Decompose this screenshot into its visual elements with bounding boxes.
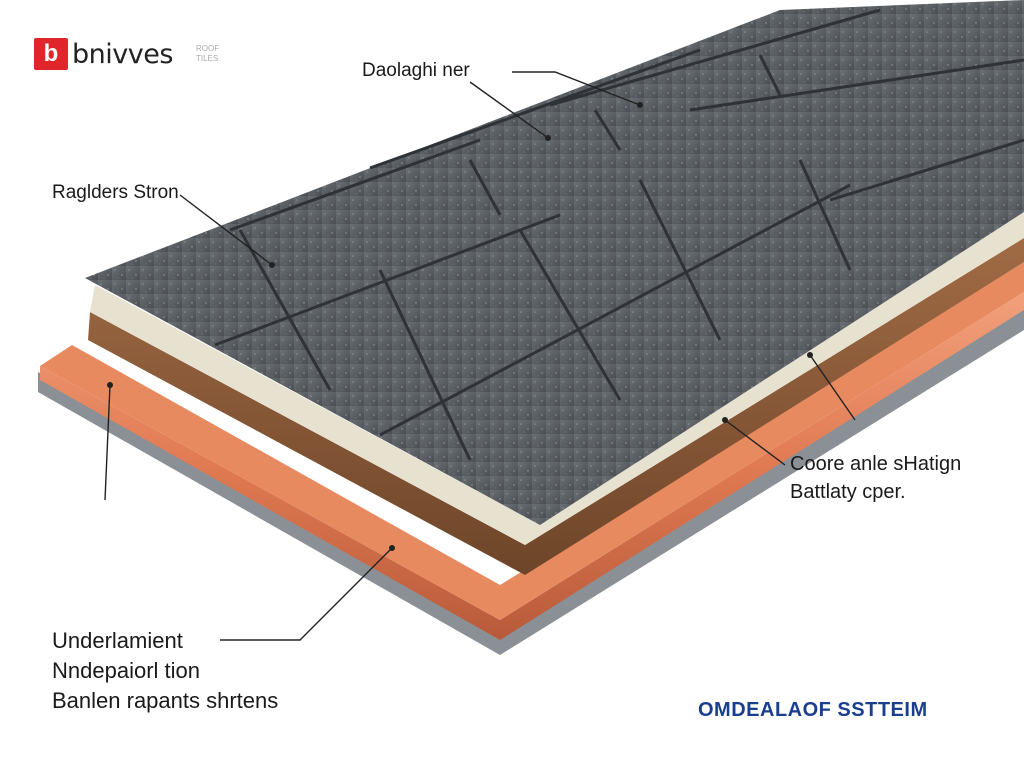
brand-logo: b bnivves xyxy=(34,38,173,70)
brand-subtext: ROOF TILES xyxy=(196,44,220,63)
leader-left-down xyxy=(104,384,111,501)
tile-seams xyxy=(214,8,1024,461)
label-bottom-line1: Underlamient xyxy=(52,628,183,653)
label-right-line1: Coore anle sHatign xyxy=(790,453,962,475)
label-top: Daolaghi ner xyxy=(362,60,470,81)
leader-lines xyxy=(104,71,856,641)
brand-name: bnivves xyxy=(72,38,173,70)
label-right-line2: Battlaty cper. xyxy=(790,481,906,503)
label-bottom-line3: Banlen rapants shrtens xyxy=(52,688,279,713)
label-bottom-line2: Nndepaiorl tion xyxy=(52,658,200,683)
leader-top-2 xyxy=(469,81,549,139)
label-left: Raglders Stron xyxy=(52,182,179,203)
slate-tile-surface xyxy=(85,0,1024,525)
leader-dots xyxy=(107,102,813,551)
label-right: Coore anle sHatign Battlaty cper. xyxy=(790,450,961,506)
leader-right xyxy=(724,419,786,466)
footer-title: OMDEALAOF SSTTEIM xyxy=(698,699,928,721)
leader-left xyxy=(179,194,273,266)
copper-flashing-edge xyxy=(40,262,1024,620)
brand-logo-mark: b xyxy=(34,38,68,70)
leader-right-2 xyxy=(809,354,856,421)
leader-top xyxy=(512,71,641,106)
label-bottom: Underlamient Nndepaiorl tion Banlen rapa… xyxy=(52,626,278,716)
leader-bottom xyxy=(220,547,393,641)
